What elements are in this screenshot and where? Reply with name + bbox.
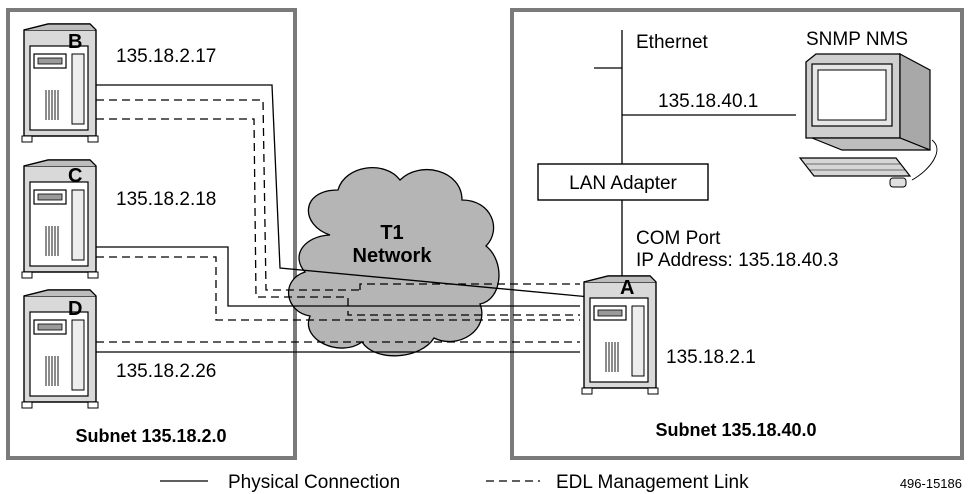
lan-adapter-box — [537, 163, 709, 201]
node-b-letter: B — [68, 31, 82, 53]
physical-link-b-a — [96, 84, 591, 298]
t1-network-cloud — [288, 167, 500, 357]
physical-link-c-a — [96, 246, 580, 307]
edl-link-c-a — [96, 256, 580, 321]
subnet-left-label: Subnet 135.18.2.0 — [75, 426, 226, 446]
device-d — [21, 289, 99, 409]
node-c-letter: C — [68, 165, 82, 187]
com-port-ip: IP Address: 135.18.40.3 — [636, 250, 838, 271]
node-d-ip: 135.18.2.26 — [116, 361, 216, 382]
network-label-network: Network — [353, 245, 433, 267]
device-c — [21, 159, 99, 279]
node-c-ip: 135.18.2.18 — [116, 189, 216, 210]
subnet-right-label: Subnet 135.18.40.0 — [655, 420, 816, 440]
node-a-ip: 135.18.2.1 — [666, 347, 756, 368]
legend-physical-label: Physical Connection — [228, 472, 400, 493]
network-label-t1: T1 — [380, 222, 403, 244]
snmp-nms-workstation — [798, 53, 938, 188]
nms-label: SNMP NMS — [806, 29, 908, 50]
edl-link-b-a-2 — [96, 118, 580, 316]
node-d-letter: D — [68, 298, 82, 320]
figure-id: 496-15186 — [900, 476, 962, 491]
com-port-label: COM Port — [636, 228, 721, 249]
ethernet-ip: 135.18.40.1 — [658, 91, 758, 112]
ethernet-label: Ethernet — [636, 32, 709, 53]
legend-edl-label: EDL Management Link — [556, 472, 749, 493]
node-b-ip: 135.18.2.17 — [116, 46, 216, 67]
node-a-letter: A — [620, 277, 634, 299]
device-b — [21, 23, 99, 143]
edl-link-b-a-1 — [96, 99, 360, 291]
edl-link-a-top — [359, 283, 580, 290]
lan-adapter-label: LAN Adapter — [569, 173, 677, 194]
